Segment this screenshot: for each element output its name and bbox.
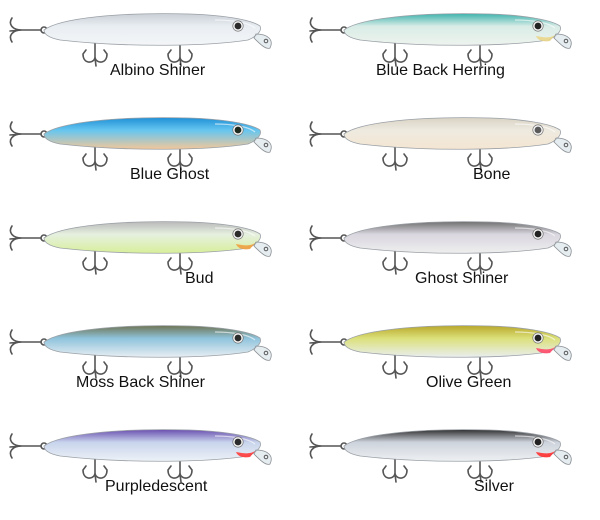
treble-hook-icon [82, 452, 108, 483]
lure-body [343, 221, 561, 254]
lure-card: Blue Ghost [0, 104, 300, 208]
eye-icon [232, 124, 244, 136]
lure-color-name: Blue Ghost [130, 166, 210, 183]
diving-lip [253, 137, 272, 153]
lure-body [43, 221, 261, 254]
lure-card: Bud [0, 208, 300, 312]
lure-image [9, 117, 272, 171]
lure-body [43, 325, 261, 358]
eye-icon [232, 436, 244, 448]
diving-lip [553, 33, 572, 49]
tail-hook-icon [309, 121, 348, 147]
tail-hook-icon [9, 121, 48, 147]
diving-lip [253, 345, 272, 361]
tail-hook-icon [9, 225, 48, 251]
lure-body [43, 117, 261, 150]
lure-color-name: Ghost Shiner [415, 270, 509, 287]
eye-icon [232, 228, 244, 240]
lure-color-name: Moss Back Shiner [76, 374, 205, 391]
diving-lip [553, 345, 572, 361]
lure-body [43, 13, 261, 46]
eye-icon [532, 332, 544, 344]
eye-icon [532, 124, 544, 136]
diving-lip [553, 241, 572, 257]
diving-lip [253, 241, 272, 257]
lure-body [343, 325, 561, 358]
lure-body [43, 429, 261, 462]
treble-hook-icon [467, 244, 493, 275]
lure-card: Olive Green [300, 312, 600, 416]
lure-color-name: Albino Shiner [110, 62, 206, 79]
lure-body [343, 13, 561, 46]
lure-card: Bone [300, 104, 600, 208]
lure-image [9, 325, 272, 379]
lure-image [309, 429, 572, 483]
lure-card: Moss Back Shiner [0, 312, 300, 416]
lure-image [9, 221, 272, 275]
tail-hook-icon [309, 329, 348, 355]
lure-image [309, 13, 572, 67]
lure-image [309, 117, 572, 171]
lure-image [309, 325, 572, 379]
lure-card: Albino Shiner [0, 0, 300, 104]
lure-color-name: Olive Green [426, 374, 512, 391]
treble-hook-icon [467, 348, 493, 379]
diving-lip [553, 137, 572, 153]
lure-body [343, 117, 561, 150]
lure-image [9, 429, 272, 483]
eye-icon [232, 20, 244, 32]
lure-image [9, 13, 272, 67]
diving-lip [253, 449, 272, 465]
tail-hook-icon [9, 433, 48, 459]
eye-icon [532, 20, 544, 32]
lure-card: Silver [300, 416, 600, 520]
eye-icon [232, 332, 244, 344]
tail-hook-icon [309, 17, 348, 43]
lure-card: Ghost Shiner [300, 208, 600, 312]
eye-icon [532, 436, 544, 448]
lure-color-name: Blue Back Herring [376, 62, 505, 79]
tail-hook-icon [309, 433, 348, 459]
diving-lip [253, 33, 272, 49]
lure-card: Purpledescent [0, 416, 300, 520]
lure-color-name: Bone [473, 166, 511, 183]
tail-hook-icon [9, 329, 48, 355]
tail-hook-icon [9, 17, 48, 43]
lure-color-name: Purpledescent [105, 478, 208, 495]
eye-icon [532, 228, 544, 240]
lure-image [309, 221, 572, 275]
diving-lip [553, 449, 572, 465]
lure-card: Blue Back Herring [300, 0, 600, 104]
lure-body [343, 429, 561, 462]
lure-color-name: Bud [185, 270, 214, 287]
tail-hook-icon [309, 225, 348, 251]
lure-color-name: Silver [474, 478, 515, 495]
